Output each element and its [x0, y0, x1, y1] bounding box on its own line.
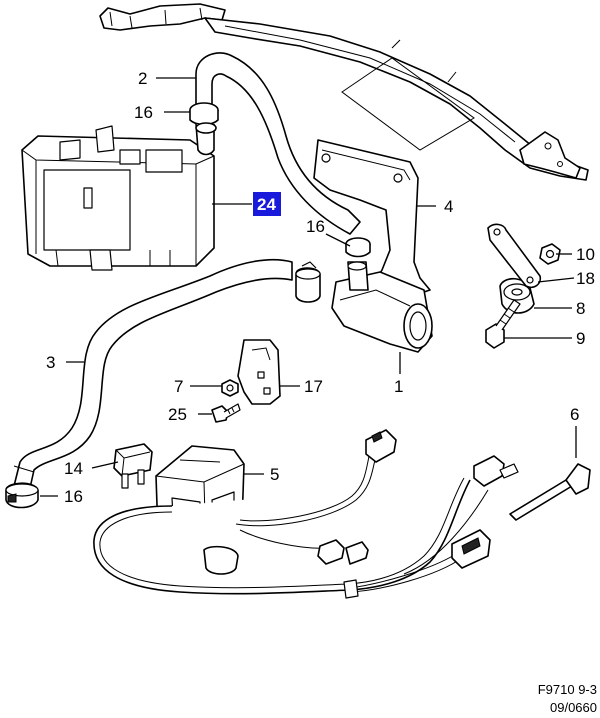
- connector-right-upper: [473, 455, 519, 487]
- hose-clamp-part-16-upper: [189, 102, 219, 156]
- callout-16-upper: 16: [134, 103, 153, 122]
- wiring-harness: [93, 451, 489, 599]
- callout-7: 7: [174, 377, 183, 396]
- callout-17: 17: [304, 377, 323, 396]
- callout-16-middle: 16: [306, 217, 325, 236]
- connector-upper: [365, 429, 397, 463]
- callout-9: 9: [576, 329, 585, 348]
- strap-part-18: [487, 223, 542, 289]
- callout-25: 25: [168, 405, 187, 424]
- fuse-part-14: [113, 443, 153, 489]
- callout-1: 1: [394, 377, 403, 396]
- callout-8: 8: [576, 299, 585, 318]
- callout-4: 4: [444, 197, 453, 216]
- ground-clip: [203, 545, 239, 575]
- connector-middle: [317, 539, 369, 565]
- callout-6: 6: [570, 405, 579, 424]
- hose-clamp-part-16-middle: [345, 237, 371, 258]
- callout-18: 18: [576, 269, 595, 288]
- callout-10: 10: [576, 245, 595, 264]
- nut-part-10: [539, 243, 561, 265]
- figure-date-code: 09/0660: [550, 700, 597, 715]
- valve-part-1: [331, 261, 433, 353]
- callout-labels: 2 16 24 4 16 10 18 8 9 3 7 17 1 25 6 14 …: [46, 69, 595, 506]
- nut-part-7: [221, 379, 239, 397]
- callout-14: 14: [64, 459, 83, 478]
- figure-number: F9710 9-3: [538, 682, 597, 697]
- callout-16-lower: 16: [64, 487, 83, 506]
- leader-lines: [40, 77, 577, 497]
- hose-clamp-part-16-lower: [5, 482, 39, 509]
- heater-unit-part-24: [21, 125, 215, 271]
- connector-right-lower: [451, 529, 491, 569]
- callout-24: 24: [257, 195, 276, 214]
- figure-reference: F9710 9-3 09/0660: [538, 682, 597, 715]
- bolt-part-9: [485, 299, 521, 349]
- callout-24-highlight: [253, 192, 281, 216]
- hose-clamp-valve: [295, 261, 321, 303]
- bracket-part-17: [237, 339, 281, 405]
- rubber-mount-part-8: [499, 277, 535, 314]
- callout-5: 5: [270, 465, 279, 484]
- frame-bracket: [99, 3, 589, 181]
- cable-tie-part-6: [509, 463, 591, 521]
- callout-2: 2: [138, 69, 147, 88]
- hose-part-2: [195, 52, 361, 235]
- screw-part-25: [211, 403, 241, 423]
- callout-3: 3: [46, 353, 55, 372]
